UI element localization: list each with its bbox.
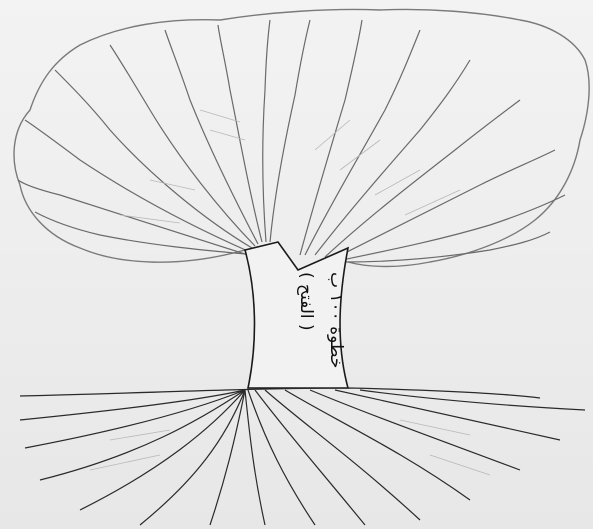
- tree-branches: [18, 20, 565, 262]
- root-line: [25, 390, 245, 448]
- branch-line: [263, 20, 270, 242]
- tree-crown-outline: [14, 9, 589, 266]
- root-line: [210, 390, 245, 525]
- branch-line: [270, 20, 310, 242]
- branch-line: [335, 150, 555, 258]
- branch-line: [305, 30, 420, 255]
- root-line: [310, 390, 520, 470]
- branch-line: [342, 195, 565, 260]
- branch-line: [325, 100, 520, 257]
- root-line: [248, 390, 315, 525]
- tree-trunk: [245, 242, 348, 388]
- branch-line: [25, 120, 250, 252]
- branch-line: [315, 60, 470, 255]
- root-line: [265, 390, 420, 520]
- branch-line: [18, 180, 248, 255]
- root-line: [20, 390, 245, 420]
- root-line: [335, 390, 560, 440]
- branch-line: [300, 20, 362, 255]
- root-line: [285, 390, 470, 500]
- ground-line: [20, 388, 540, 398]
- branch-line: [165, 30, 258, 244]
- branch-line: [110, 45, 255, 246]
- root-line: [40, 390, 245, 480]
- tree-roots: [20, 390, 585, 525]
- branch-line: [55, 70, 252, 248]
- branch-line: [35, 212, 246, 254]
